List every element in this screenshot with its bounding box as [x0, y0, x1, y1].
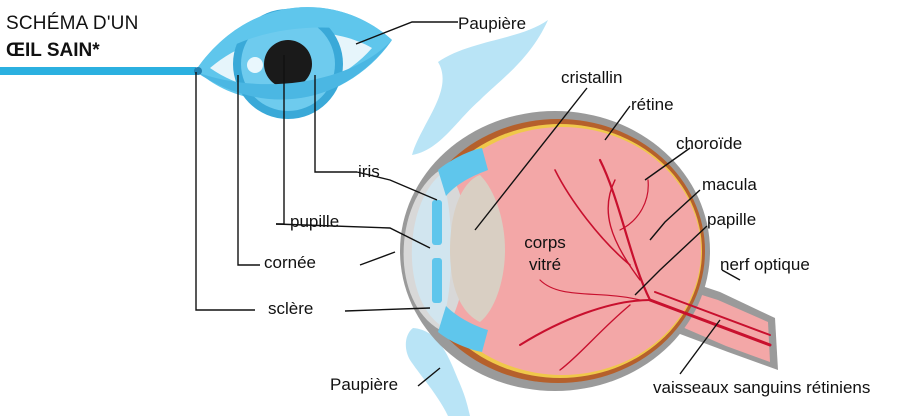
- front-reflection: [247, 57, 263, 73]
- label-paupiere-top: Paupière: [458, 14, 526, 33]
- label-retine: rétine: [631, 95, 674, 114]
- title-line1: SCHÉMA D'UN: [6, 13, 139, 34]
- label-sclere: sclère: [268, 299, 313, 318]
- label-nerf-optique: nerf optique: [720, 255, 810, 274]
- label-vitre: vitré: [529, 255, 561, 274]
- label-pupille: pupille: [290, 212, 339, 231]
- iris-upper: [432, 200, 442, 245]
- front-view-eye: [194, 7, 392, 119]
- label-macula: macula: [702, 175, 757, 194]
- front-corner: [194, 67, 202, 75]
- label-vaisseaux: vaisseaux sanguins rétiniens: [653, 378, 870, 397]
- label-cristallin: cristallin: [561, 68, 622, 87]
- label-corps: corps: [524, 233, 566, 252]
- title-line2: ŒIL SAIN*: [6, 40, 100, 61]
- label-choroide: choroïde: [676, 134, 742, 153]
- title-accent-bar: [0, 67, 196, 75]
- label-paupiere-bottom: Paupière: [330, 375, 398, 394]
- front-pupil: [264, 40, 312, 88]
- label-papille: papille: [707, 210, 756, 229]
- iris-lower: [432, 258, 442, 303]
- label-cornee: cornée: [264, 253, 316, 272]
- label-iris: iris: [358, 162, 380, 181]
